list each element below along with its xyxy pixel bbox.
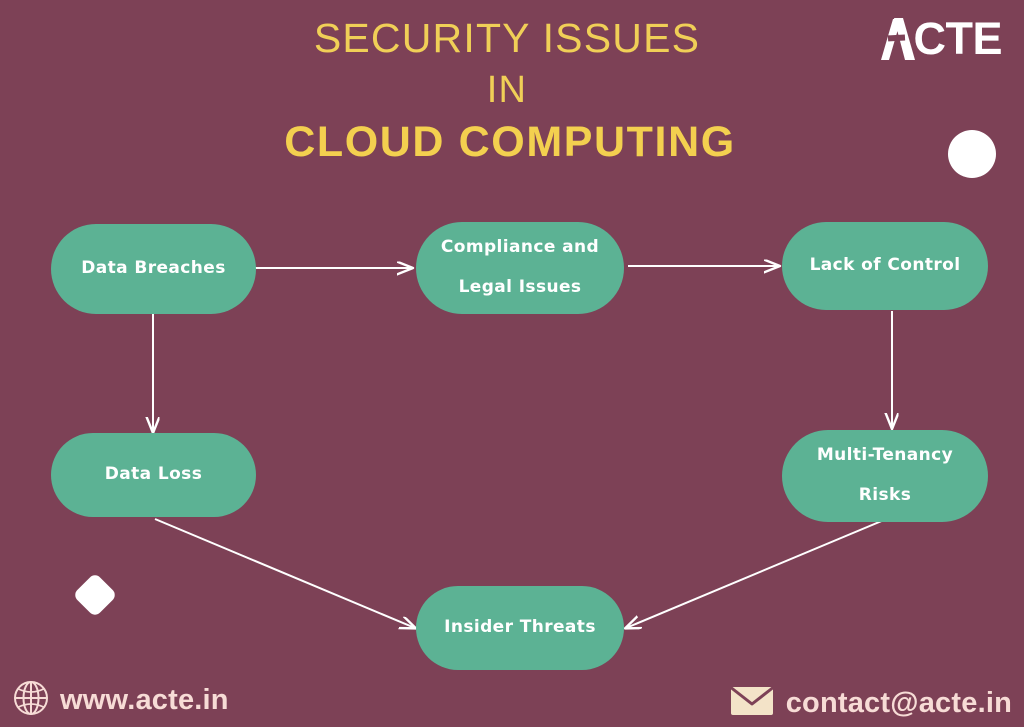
node-insider-threats[interactable]: Insider Threats: [416, 586, 624, 670]
website-url[interactable]: www.acte.in: [60, 684, 229, 716]
node-label: Data Loss: [104, 464, 203, 485]
node-data-breaches[interactable]: Data Breaches: [51, 224, 256, 314]
node-label: Multi-Tenancy: [816, 445, 954, 466]
logo-wordmark: CTE: [913, 13, 1003, 64]
footer-email[interactable]: contact@acte.in: [729, 685, 1012, 721]
node-label: Data Breaches: [81, 258, 226, 279]
node-label: Legal Issues: [458, 277, 582, 297]
email-address[interactable]: contact@acte.in: [785, 687, 1012, 719]
node-multi-tenancy-risks[interactable]: Multi-Tenancy Risks: [782, 430, 988, 522]
node-lack-of-control[interactable]: Lack of Control: [782, 222, 988, 310]
node-compliance-and-legal-issues[interactable]: Compliance and Legal Issues: [416, 222, 624, 314]
node-label: Insider Threats: [444, 617, 596, 638]
edge-data-loss-to-insider-threats: [154, 518, 415, 628]
envelope-icon: [729, 685, 774, 721]
node-label: Compliance and: [440, 237, 600, 258]
edge-multi-tenancy-to-insider-threats: [626, 519, 885, 628]
decorative-circle: [948, 130, 996, 178]
acte-logo: CTE: [880, 13, 1003, 64]
node-label: Risks: [858, 485, 912, 505]
logo-a-mark-icon: [880, 18, 915, 60]
footer-website[interactable]: www.acte.in: [12, 679, 229, 721]
globe-icon: [12, 679, 50, 721]
node-data-loss[interactable]: Data Loss: [51, 433, 256, 517]
node-label: Lack of Control: [809, 255, 961, 276]
